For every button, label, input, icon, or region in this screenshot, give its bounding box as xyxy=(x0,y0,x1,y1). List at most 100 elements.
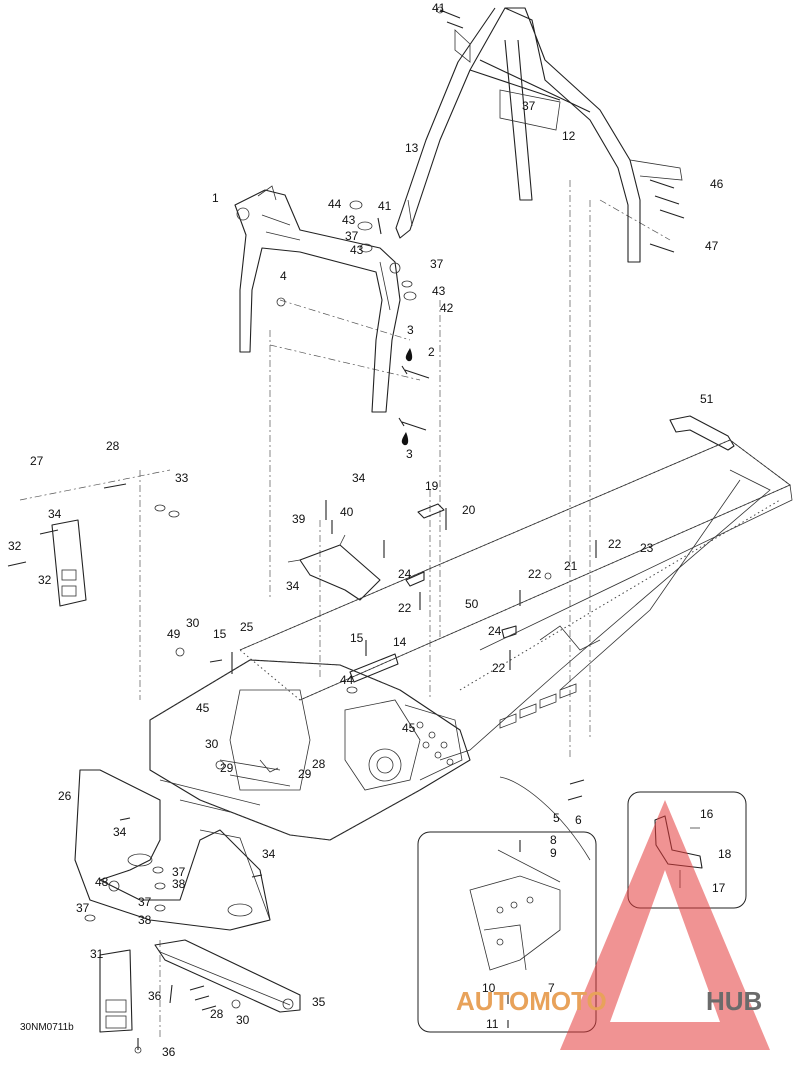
callout-label: 13 xyxy=(405,141,419,155)
callout-label: 49 xyxy=(167,627,181,641)
callout-label: 46 xyxy=(710,177,724,191)
callout-label: 4 xyxy=(280,269,287,283)
callout-label: 39 xyxy=(292,512,306,526)
callout-label: 38 xyxy=(138,913,152,927)
callout-label: 34 xyxy=(286,579,300,593)
callout-label: 26 xyxy=(58,789,72,803)
callout-label: 37 xyxy=(430,257,444,271)
callout-label: 36 xyxy=(148,989,162,1003)
callout-label: 3 xyxy=(406,447,413,461)
lubricant-drop-icons xyxy=(401,348,413,446)
callout-label: 34 xyxy=(113,825,127,839)
callout-label: 44 xyxy=(328,197,342,211)
drop-icon xyxy=(405,348,413,362)
callout-label: 32 xyxy=(8,539,22,553)
callout-label: 32 xyxy=(38,573,52,587)
callout-label: 38 xyxy=(172,877,186,891)
callout-label: 16 xyxy=(700,807,714,821)
callout-label: 31 xyxy=(90,947,104,961)
callout-label: 22 xyxy=(528,567,542,581)
steering-support-frame xyxy=(395,7,683,263)
callout-label: 19 xyxy=(425,479,439,493)
callout-label: 24 xyxy=(398,567,412,581)
callout-label: 30 xyxy=(205,737,219,751)
callout-label: 21 xyxy=(564,559,578,573)
brackets xyxy=(287,415,735,683)
callout-label: 50 xyxy=(465,597,479,611)
callout-label: 45 xyxy=(402,721,416,735)
watermark: AUTOMOTO HUB xyxy=(456,800,770,1050)
watermark-text-b: HUB xyxy=(706,986,762,1016)
watermark-text-a: AUTOMOTO xyxy=(456,986,607,1016)
callout-label: 33 xyxy=(175,471,189,485)
callout-label: 44 xyxy=(340,673,354,687)
callout-label: 22 xyxy=(398,601,412,615)
callout-label: 23 xyxy=(640,541,654,555)
callout-label: 43 xyxy=(350,243,364,257)
watermark-triangle-icon xyxy=(560,800,770,1050)
callout-label: 20 xyxy=(462,503,476,517)
callout-label: 36 xyxy=(162,1045,176,1059)
callout-label: 35 xyxy=(312,995,326,1009)
callout-label: 18 xyxy=(718,847,732,861)
callout-label: 43 xyxy=(432,284,446,298)
callout-label: 15 xyxy=(350,631,364,645)
callout-label: 15 xyxy=(213,627,227,641)
callout-label: 28 xyxy=(210,1007,224,1021)
callout-label: 24 xyxy=(488,624,502,638)
callout-label: 29 xyxy=(220,761,234,775)
callout-label: 45 xyxy=(196,701,210,715)
callout-label: 28 xyxy=(312,757,326,771)
callout-label: 37 xyxy=(522,99,536,113)
side-panels xyxy=(51,519,271,1033)
drop-icon xyxy=(401,432,409,446)
callout-label: 25 xyxy=(240,620,254,634)
callout-label: 28 xyxy=(106,439,120,453)
callout-label: 29 xyxy=(298,767,312,781)
callout-label: 9 xyxy=(550,846,557,860)
callout-label: 51 xyxy=(700,392,714,406)
callout-label: 34 xyxy=(352,471,366,485)
callout-label: 22 xyxy=(492,661,506,675)
hardware xyxy=(7,6,685,1054)
callout-label: 30 xyxy=(236,1013,250,1027)
callout-label: 12 xyxy=(562,129,576,143)
callout-label: 41 xyxy=(378,199,392,213)
callout-label: 41 xyxy=(432,1,446,15)
callout-label: 27 xyxy=(30,454,44,468)
front-frame xyxy=(234,185,401,413)
centerlines xyxy=(19,180,671,1040)
front-chassis xyxy=(149,659,471,841)
callout-label: 37 xyxy=(345,229,359,243)
callout-label: 30 xyxy=(186,616,200,630)
callout-label: 42 xyxy=(440,301,454,315)
diagram-code: 30NM0711b xyxy=(20,1022,74,1033)
callout-label: 40 xyxy=(340,505,354,519)
callout-label: 47 xyxy=(705,239,719,253)
callout-label: 17 xyxy=(712,881,726,895)
callout-label: 5 xyxy=(553,811,560,825)
callout-label: 37 xyxy=(172,865,186,879)
callout-label: 11 xyxy=(486,1017,499,1031)
callout-label: 8 xyxy=(550,833,557,847)
callout-label: 34 xyxy=(48,507,62,521)
callout-label: 43 xyxy=(342,213,356,227)
callout-label: 37 xyxy=(76,901,90,915)
callout-label: 34 xyxy=(262,847,276,861)
callout-label: 7 xyxy=(548,981,555,995)
callout-label: 10 xyxy=(482,981,496,995)
callout-label: 37 xyxy=(138,895,152,909)
callout-label: 48 xyxy=(95,875,109,889)
callout-label: 22 xyxy=(608,537,622,551)
front-bumper xyxy=(154,939,301,1013)
detail-inset-left xyxy=(417,776,597,1033)
callout-label: 3 xyxy=(407,323,414,337)
callout-label: 6 xyxy=(575,813,582,827)
callout-label: 2 xyxy=(428,345,435,359)
callout-label: 14 xyxy=(393,635,407,649)
callout-label: 1 xyxy=(212,191,219,205)
tunnel xyxy=(239,439,793,761)
